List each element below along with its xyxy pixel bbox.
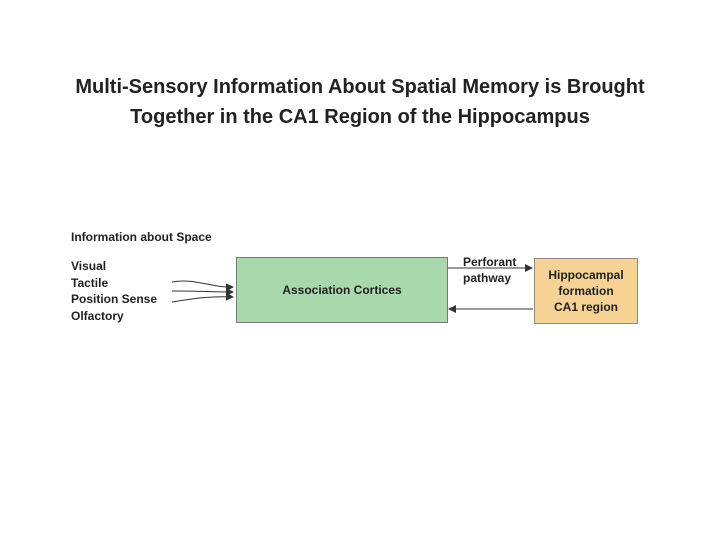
perforant-pathway-label: Perforant pathway [463, 254, 516, 286]
input-arrow-middle [171, 287, 234, 296]
association-cortices-box: Association Cortices [236, 257, 448, 323]
pathway-label-line-1: Perforant [463, 255, 517, 269]
sensory-inputs-list: Visual Tactile Position Sense Olfactory [71, 258, 157, 324]
hippocampal-formation-box: Hippocampal formation CA1 region [534, 258, 638, 324]
hippocampus-label-line-2: formation [558, 284, 614, 298]
association-cortices-label: Association Cortices [282, 283, 402, 297]
input-position-sense: Position Sense [71, 292, 158, 306]
input-olfactory: Olfactory [71, 308, 124, 323]
title-line-2: Together in the CA1 Region of the Hippoc… [130, 106, 590, 128]
pathway-label-line-2: pathway [463, 271, 512, 285]
input-arrow-lower [171, 292, 234, 303]
hippocampus-label-line-1: Hippocampal [548, 268, 624, 282]
slide-title: Multi-Sensory Information About Spatial … [0, 72, 720, 132]
title-line-1: Multi-Sensory Information About Spatial … [75, 76, 645, 98]
hippocampus-label-line-3: CA1 region [553, 300, 618, 314]
input-visual: Visual [71, 259, 107, 273]
input-arrow-upper [171, 280, 234, 292]
input-tactile: Tactile [71, 275, 109, 290]
information-heading: Information about Space [71, 230, 212, 244]
